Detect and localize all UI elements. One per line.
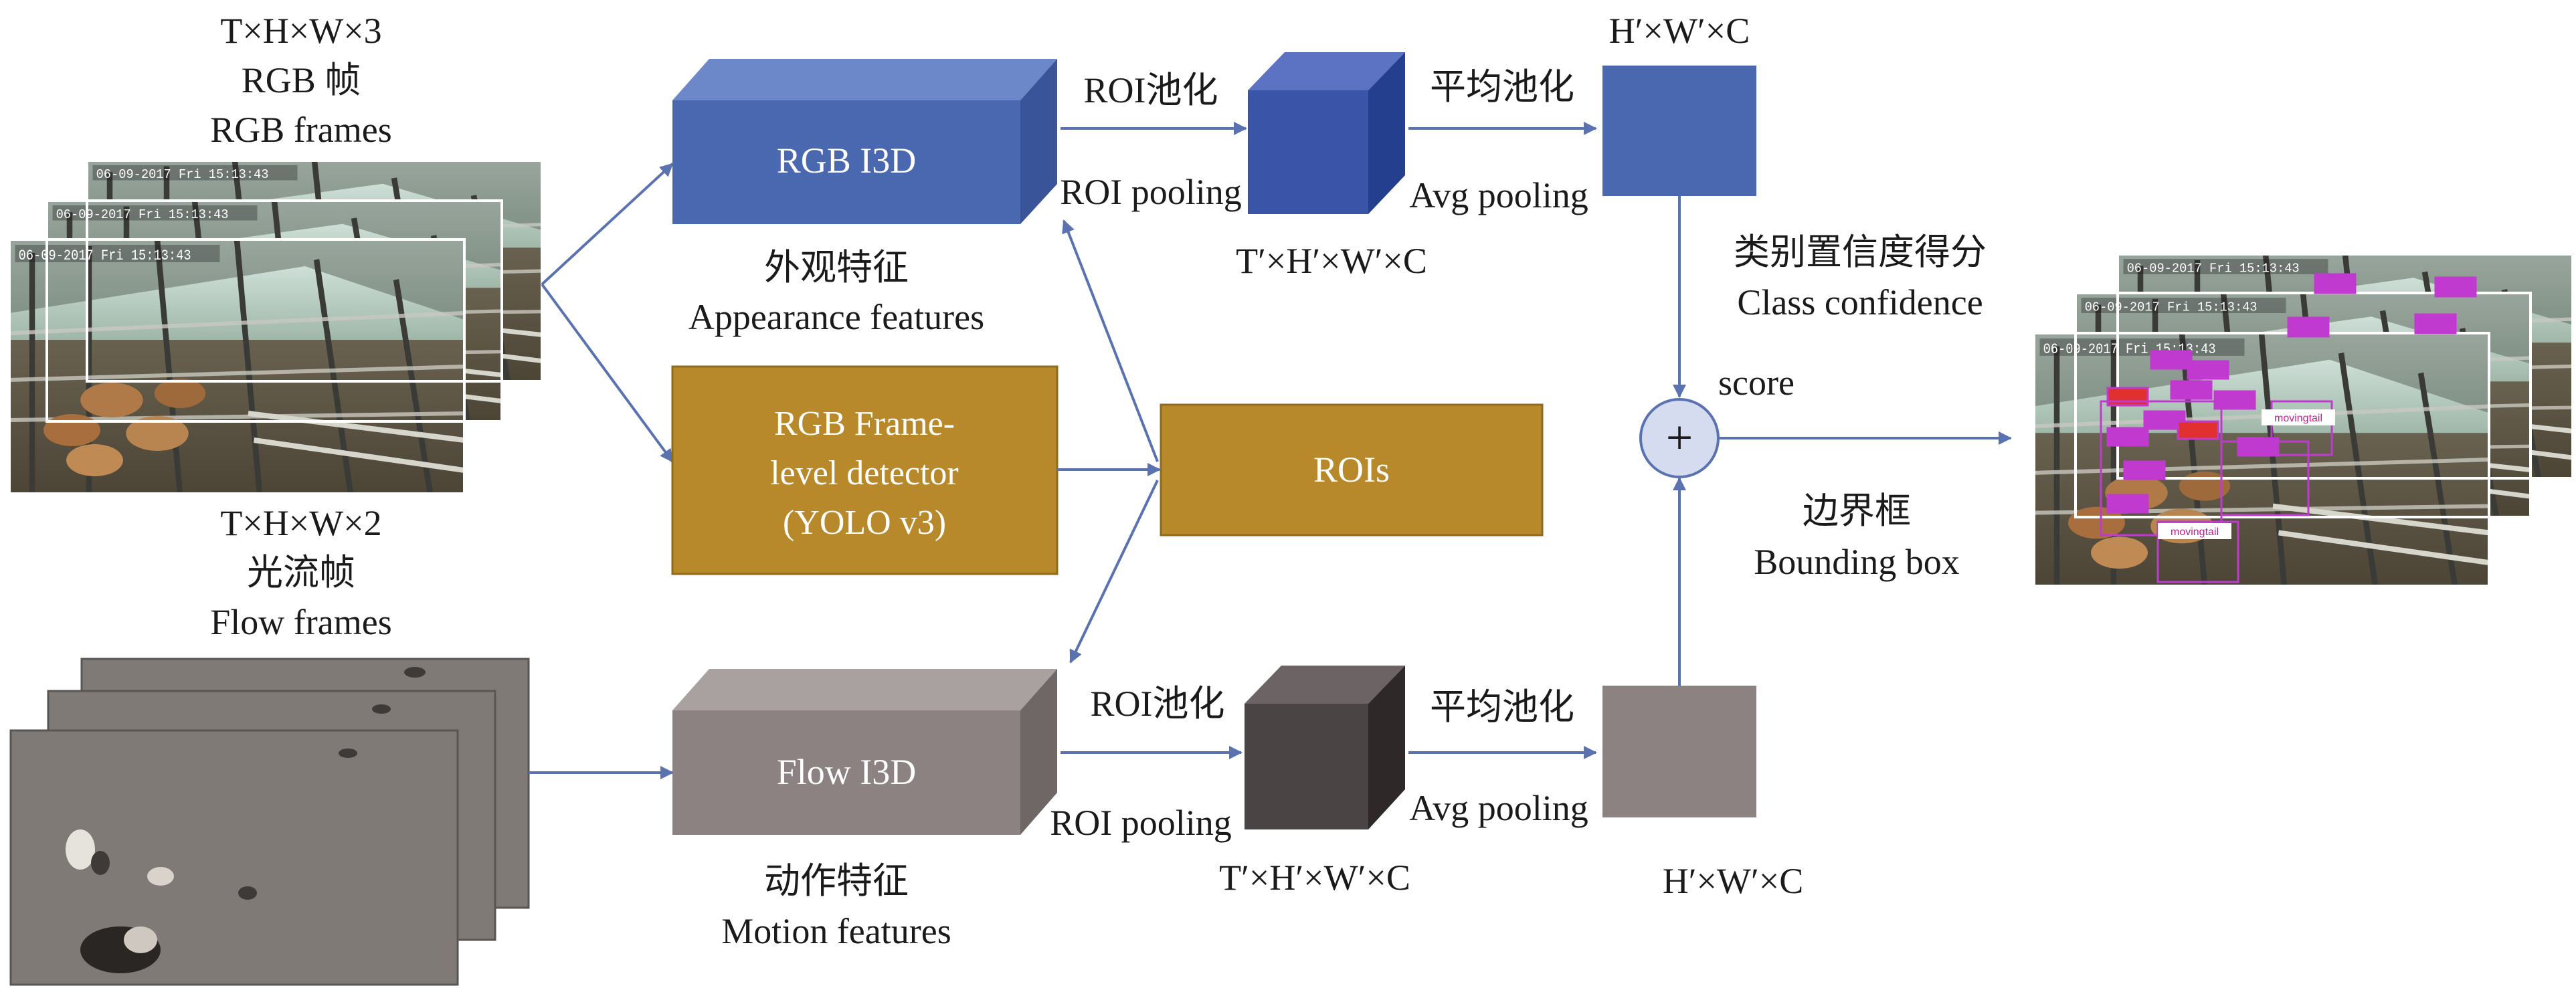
avg-pool-top-label-en: Avg pooling — [1409, 175, 1588, 215]
roi-arrows — [1057, 219, 1161, 664]
roi-cube-top-dims: T′×H′×W′×C — [1236, 241, 1427, 281]
detection-tag-1: movingtail — [2274, 413, 2322, 424]
appearance-caption-zh: 外观特征 — [764, 248, 909, 288]
flow-blobs — [66, 667, 426, 973]
class-confidence-label-en1: Class confidence — [1737, 282, 1983, 322]
rgb-dims-label: T×H×W×3 — [220, 11, 381, 51]
flow-frames-label-zh: 光流帧 — [247, 553, 355, 593]
flow-i3d-label: Flow I3D — [777, 752, 917, 792]
arrow-rgb-to-detector — [541, 283, 674, 463]
output-frame-front — [2034, 333, 2489, 586]
motion-caption-zh: 动作特征 — [764, 861, 909, 901]
class-confidence-label-en2: score — [1718, 363, 1795, 403]
rgb-frame-stack — [8, 159, 543, 495]
rgb-i3d-label: RGB I3D — [777, 140, 917, 181]
roi-cube-bottom-dims: T′×H′×W′×C — [1219, 858, 1410, 898]
roi-pool-top-label-zh: ROI池化 — [1084, 70, 1218, 110]
rgb-i3d-block: RGB I3D — [672, 59, 1057, 224]
avg-top-square — [1602, 66, 1756, 196]
avg-pool-bottom-label-zh: 平均池化 — [1430, 687, 1574, 727]
roi-pool-bottom-label-zh: ROI池化 — [1091, 684, 1225, 724]
plus-icon: + — [1666, 411, 1693, 464]
rgb-frames-label-en: RGB frames — [210, 110, 391, 150]
roi-pool-bottom-label-en: ROI pooling — [1050, 803, 1232, 843]
detector-label-line3: (YOLO v3) — [783, 504, 946, 542]
flow-frames-label-en: Flow frames — [210, 602, 391, 642]
rois-block: ROIs — [1160, 403, 1544, 536]
flow-frame-stack — [9, 658, 530, 986]
detection-tag-2: movingtail — [2171, 526, 2219, 538]
detection-boxes — [2100, 273, 2477, 583]
detector-label-line2: level detector — [770, 454, 959, 492]
rgb-frames-label-zh: RGB 帧 — [242, 60, 361, 100]
detection-tags: movingtail movingtail — [2158, 409, 2335, 539]
detector-label-line1: RGB Frame- — [774, 405, 955, 443]
bounding-box-label-zh: 边界框 — [1803, 491, 1911, 531]
avg-bottom-square — [1602, 686, 1756, 817]
motion-caption-en: Motion features — [721, 911, 951, 951]
flow-input-group: T×H×W×2 光流帧 Flow frames — [9, 503, 530, 986]
bounding-box-label-en: Bounding box — [1754, 542, 1960, 582]
arrow-rois-to-flow-i3d — [1069, 480, 1159, 664]
rgb-frame-front — [9, 239, 464, 494]
avg-pool-top-label-zh: 平均池化 — [1430, 67, 1574, 107]
rois-label: ROIs — [1313, 450, 1390, 490]
roi-cube-bottom — [1245, 666, 1405, 829]
detector-block: RGB Frame- level detector (YOLO v3) — [671, 365, 1059, 575]
arrow-rois-to-rgb-i3d — [1062, 219, 1159, 462]
fusion-plus-node: + — [1639, 398, 1720, 478]
appearance-caption-en: Appearance features — [688, 297, 984, 337]
avg-pool-bottom-label-en: Avg pooling — [1409, 788, 1588, 828]
flow-dims-label: T×H×W×2 — [220, 503, 381, 543]
flow-i3d-block: Flow I3D — [672, 669, 1057, 835]
avg-top-dims: H′×W′×C — [1609, 11, 1750, 51]
arrow-rgb-to-i3d — [541, 163, 674, 286]
roi-pool-top-label-en: ROI pooling — [1060, 172, 1242, 212]
output-frame-stack: movingtail movingtail — [2033, 253, 2574, 587]
roi-cube-top — [1248, 52, 1405, 214]
rgb-input-group: T×H×W×3 RGB 帧 RGB frames — [8, 11, 543, 495]
class-confidence-label-zh: 类别置信度得分 — [1734, 232, 1987, 272]
avg-bottom-dims: H′×W′×C — [1663, 861, 1804, 901]
input-arrows — [529, 163, 674, 779]
